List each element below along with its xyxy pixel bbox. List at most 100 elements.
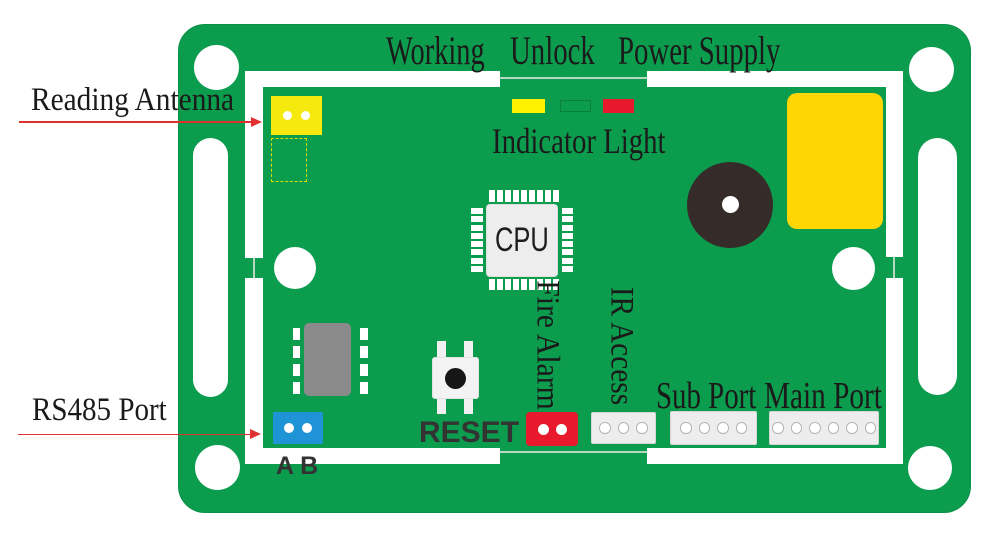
cpu-pin [471,232,483,239]
buzzer-sound-hole [721,196,739,213]
routing-channel-bottom-right [647,448,903,464]
routing-channel-left-lower [245,278,263,464]
ic-pin [360,346,368,359]
annotation-arrow-reading-antenna [19,121,252,123]
annotation-arrow-rs485 [18,433,251,436]
reset-button [432,357,479,399]
routing-channel-bottom-left [245,448,500,464]
cpu-pin [561,232,573,239]
reset-label: RESET [419,416,520,449]
ic-pin [360,382,368,395]
cpu-pin [471,208,483,214]
pin-hole [537,423,549,435]
cpu-pin [513,278,519,290]
pin-hole [617,422,630,434]
reset-button-leg [464,398,473,414]
unlock-led [559,100,591,112]
ic-pin [360,328,368,340]
fire-alarm-pin-holes [526,412,578,446]
cpu-pin [497,278,503,290]
pin-hole [735,422,747,434]
routing-channel-top-right [647,71,903,87]
cpu-pin [521,278,527,290]
pin-hole [790,422,802,434]
cpu-pin [537,278,543,290]
pin-hole [717,422,729,434]
rs485-pin-holes [273,412,323,444]
fire-alarm-connector [526,412,578,446]
annotation-arrowhead-rs485 [250,429,261,439]
indicator-light-label: Indicator Light [492,121,666,161]
ir-access-label: IR Access [603,286,639,406]
mounting-hole-mid-left [274,247,316,289]
routing-channel-top-left [245,71,500,87]
edge-slot-left [193,138,228,397]
reading-antenna-pin-holes [271,96,322,135]
ic-pin [292,346,300,359]
pin-hole [680,422,692,434]
cpu-pin [561,216,573,223]
unlock-label: Unlock [510,28,595,73]
ic-pin [360,364,368,377]
pin-hole [302,423,312,433]
main-port-pin-holes [770,412,878,444]
pin-hole [636,422,648,434]
mounting-hole-bottom-left [195,445,240,490]
cpu-pin [505,278,511,290]
cpu-pin [545,190,551,202]
routing-channel-right-lower [886,278,903,464]
pin-hole [846,422,858,434]
pin-hole [772,422,784,434]
rs485-connector [273,412,323,444]
cpu-pins-right [561,208,573,272]
routing-channel-left-upper [245,71,263,258]
cpu-pin [561,241,573,248]
fire-alarm-label: Fire Alarm [529,280,566,410]
reset-button-actuator [445,367,466,389]
cpu-pin [553,190,559,202]
cpu-chip: CPU [485,203,558,277]
mounting-hole-top-right [909,47,954,92]
cpu-pin [497,190,503,202]
main-port-label: Main Port [764,375,882,417]
pin-hole [698,422,710,434]
cpu-pin [471,224,483,231]
power-supply-led [602,98,634,113]
pin-hole [827,422,839,434]
mounting-hole-bottom-right [908,446,952,490]
sub-port-pin-holes [671,412,756,444]
mounting-hole-top-left [193,45,239,90]
cpu-pin [561,265,573,272]
cpu-pins-left [471,208,483,272]
sub-port-connector [670,411,757,445]
ic-pin [292,382,300,395]
break-tab-line-right [893,257,895,278]
eeprom-pins-right [360,328,368,395]
pin-hole [283,111,293,120]
routing-channel-right-upper [886,71,903,257]
pin-hole [555,423,567,435]
power-supply-label: Power Supply [618,28,781,73]
sub-port-label: Sub Port [656,375,757,417]
ic-pin [292,364,300,377]
cpu-pin [489,278,495,290]
cpu-pin [561,257,573,264]
cpu-pin [489,190,495,202]
cpu-pin [471,216,483,223]
break-tab-line-top [500,77,647,79]
cpu-pins-top [489,190,559,202]
working-label: Working [386,28,485,73]
cpu-pin [513,190,519,202]
rs485-ab-label: A B [276,452,319,480]
eeprom-pins-left [292,328,300,395]
cpu-pin [471,265,483,272]
cpu-pin [561,224,573,231]
main-port-connector [769,411,879,445]
cpu-pin [471,241,483,248]
cpu-pin [545,278,551,290]
cpu-pin [561,249,573,256]
cpu-pin [505,190,511,202]
cpu-pin [529,190,535,202]
pin-hole [300,111,310,120]
